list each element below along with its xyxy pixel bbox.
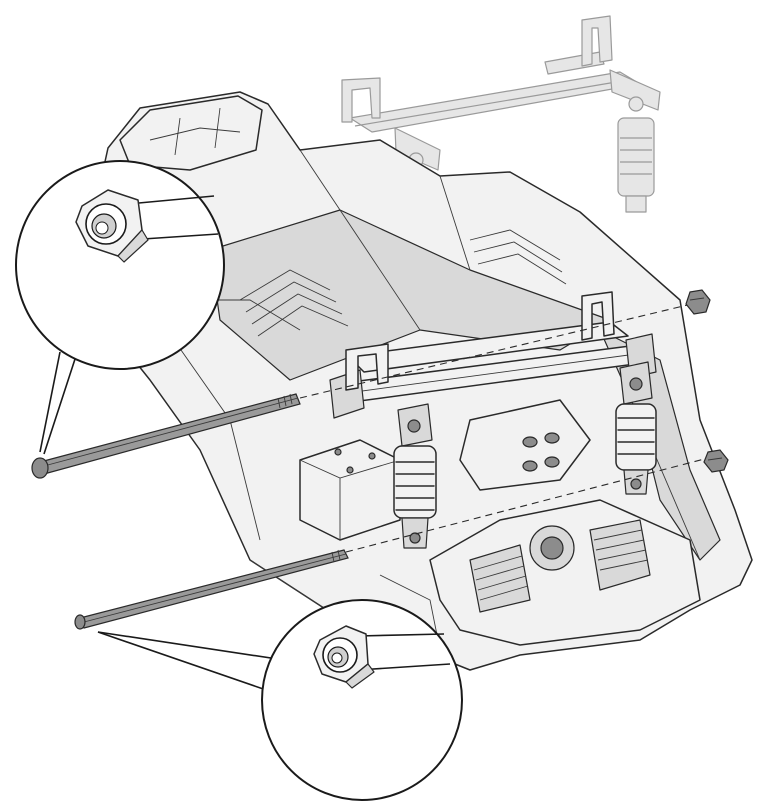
- front-grille: [469, 519, 651, 613]
- left-bracket: [345, 343, 389, 391]
- lock-nut-lower-right: [703, 449, 729, 473]
- battery-box: [299, 439, 401, 541]
- right-shock-absorber: [615, 403, 657, 495]
- callout-lower-lock-nut: [97, 599, 463, 801]
- lock-nut-icon: [75, 189, 149, 263]
- lock-nut-icon: [313, 625, 375, 689]
- left-shock-absorber: [393, 445, 437, 549]
- right-bracket: [581, 291, 615, 341]
- callout-upper-lock-nut: [15, 160, 225, 455]
- lock-nut-upper-right: [685, 289, 711, 315]
- mounting-rod-upper: [31, 393, 301, 479]
- alignment-guides: [299, 301, 717, 553]
- front-suspension-assembly: [329, 291, 657, 549]
- mounting-rod-lower: [74, 549, 349, 630]
